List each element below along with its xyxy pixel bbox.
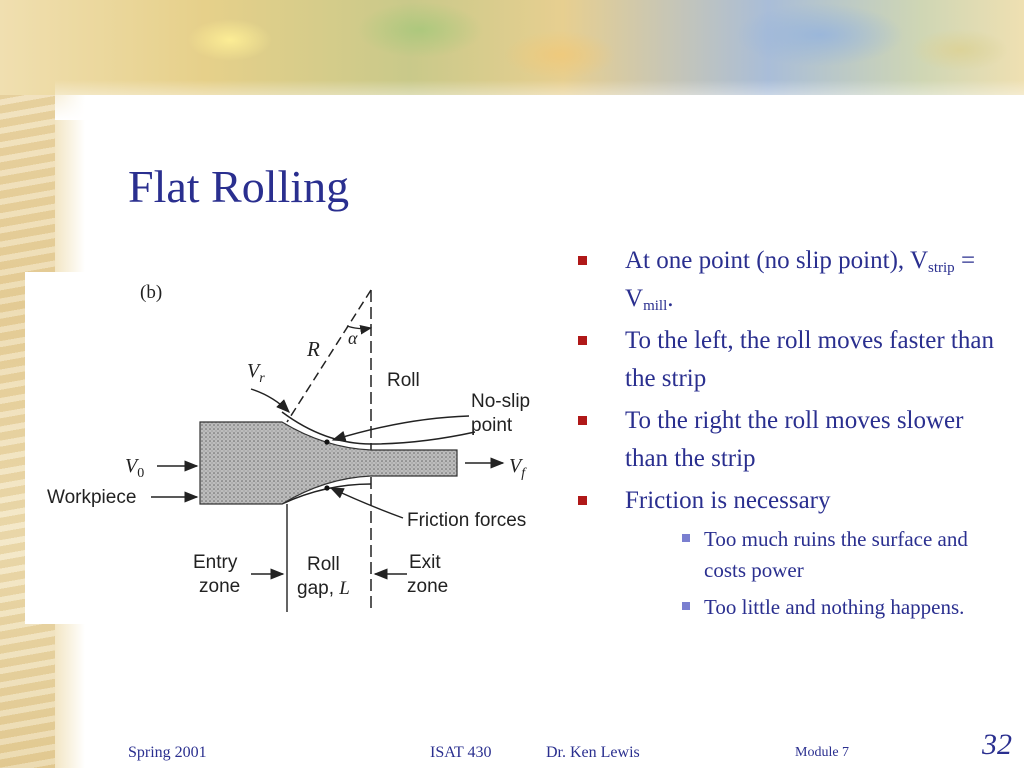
sub-bullet-item: Too much ruins the surface and costs pow… [680, 524, 996, 586]
bullet-subscript: mill [643, 298, 668, 314]
label-alpha: α [348, 328, 358, 348]
sub-bullet-square-icon [682, 534, 690, 542]
label-exit-zone: Exit zone [407, 552, 448, 597]
bullet-text: To the left, the roll moves faster than … [625, 327, 994, 392]
footer-module: Module 7 [795, 745, 850, 760]
no-slip-point-lower [324, 485, 330, 491]
bullet-square-icon [578, 496, 587, 505]
sub-bullet-item: Too little and nothing happens. [680, 592, 996, 623]
sub-bullet-list: Too much ruins the surface and costs pow… [576, 524, 996, 623]
page-number: 32 [982, 728, 1012, 761]
slide-title: Flat Rolling [128, 161, 350, 212]
bullet-subscript: strip [928, 260, 955, 276]
label-friction-forces: Friction forces [407, 510, 526, 531]
footer-course: ISAT 430 [430, 744, 492, 761]
bullet-item: To the left, the roll moves faster than … [576, 322, 996, 398]
bullet-item: To the right the roll moves slower than … [576, 402, 996, 478]
friction-arrow [329, 487, 404, 519]
bullet-text: To the right the roll moves slower than … [625, 407, 964, 472]
label-radius: R [306, 337, 320, 361]
label-vr: Vr [247, 360, 265, 386]
rolling-diagram: (b) R α Vr Roll No-slip point V0 [25, 272, 540, 624]
vr-arrow [250, 388, 290, 413]
bullet-item: At one point (no slip point), Vstrip = V… [576, 242, 996, 318]
no-slip-point-upper [324, 439, 330, 445]
label-workpiece: Workpiece [47, 487, 136, 508]
label-entry-zone: Entry zone [193, 552, 243, 597]
top-decorative-banner [0, 0, 1024, 95]
bullet-square-icon [578, 256, 587, 265]
angle-arc [346, 325, 373, 335]
radius-line [286, 289, 372, 423]
upper-roll-arc [281, 411, 476, 445]
bullet-list: At one point (no slip point), Vstrip = V… [576, 242, 996, 629]
sub-bullet-square-icon [682, 602, 690, 611]
bullet-square-icon [578, 336, 587, 345]
label-roll: Roll [387, 370, 420, 391]
sub-bullet-text: Too little and nothing happens. [704, 595, 965, 620]
label-roll-gap: Roll gap, L [297, 554, 350, 599]
label-no-slip: No-slip point [471, 391, 535, 436]
bullet-text: Friction is necessary [625, 487, 831, 514]
bullet-text: = V [625, 247, 976, 312]
footer-author: Dr. Ken Lewis [546, 744, 640, 761]
label-v0: V0 [125, 455, 144, 481]
label-vf: Vf [509, 455, 527, 481]
workpiece-shape [199, 421, 458, 505]
top-banner-fade [55, 80, 1024, 120]
no-slip-arrow [331, 415, 470, 442]
bullet-text: . [667, 285, 674, 312]
bullet-item: Friction is necessary [576, 482, 996, 520]
bullet-square-icon [578, 416, 587, 425]
sub-bullet-text: Too much ruins the surface and costs pow… [704, 527, 968, 583]
panel-label: (b) [140, 282, 162, 303]
bullet-text: At one point (no slip point), V [625, 247, 929, 274]
footer-term: Spring 2001 [128, 744, 207, 761]
